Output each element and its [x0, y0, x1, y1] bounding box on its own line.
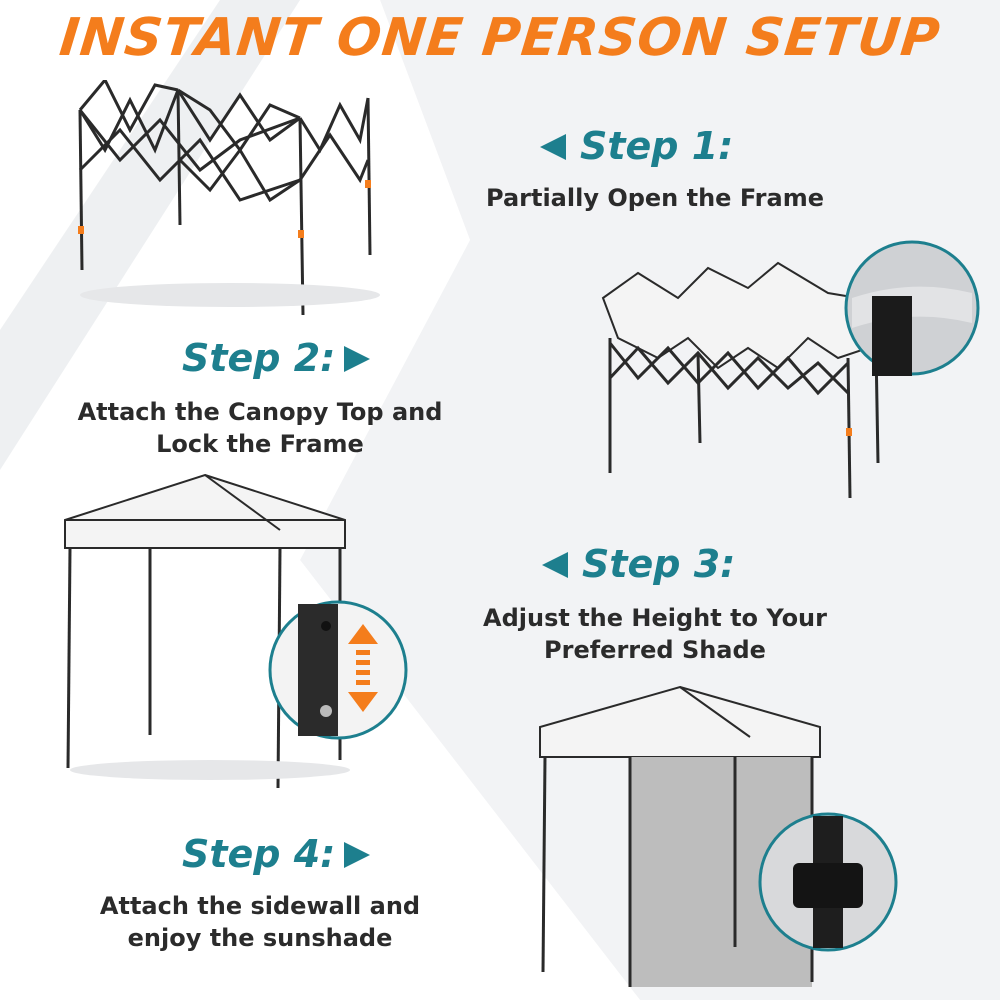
page-title: INSTANT ONE PERSON SETUP: [56, 8, 944, 68]
step-4-description-line1: Attach the sidewall and: [99, 892, 421, 920]
step-2-heading: Step 2:: [182, 336, 336, 380]
step-2-description-line1: Attach the Canopy Top and: [77, 398, 443, 426]
velcro-strap-detail: [844, 240, 980, 376]
right-triangle-icon: [344, 842, 370, 868]
step-3-description-line1: Adjust the Height to Your: [483, 604, 827, 632]
height-adjust-detail: [268, 600, 408, 740]
folding-frame-image: [78, 80, 380, 316]
step-3-description-line2: Preferred Shade: [544, 636, 766, 664]
sidewall-strap-detail: [758, 812, 898, 952]
right-triangle-icon: [344, 346, 370, 372]
step-2-description-line2: Lock the Frame: [156, 430, 364, 458]
step-1-description: Partially Open the Frame: [486, 184, 824, 212]
left-triangle-icon: [542, 552, 568, 578]
step-4-description-line2: enjoy the sunshade: [127, 924, 393, 952]
left-triangle-icon: [540, 134, 566, 160]
step-4-heading: Step 4:: [182, 832, 336, 876]
step-1-heading: Step 1:: [580, 124, 734, 168]
step-3-heading: Step 3:: [582, 542, 736, 586]
